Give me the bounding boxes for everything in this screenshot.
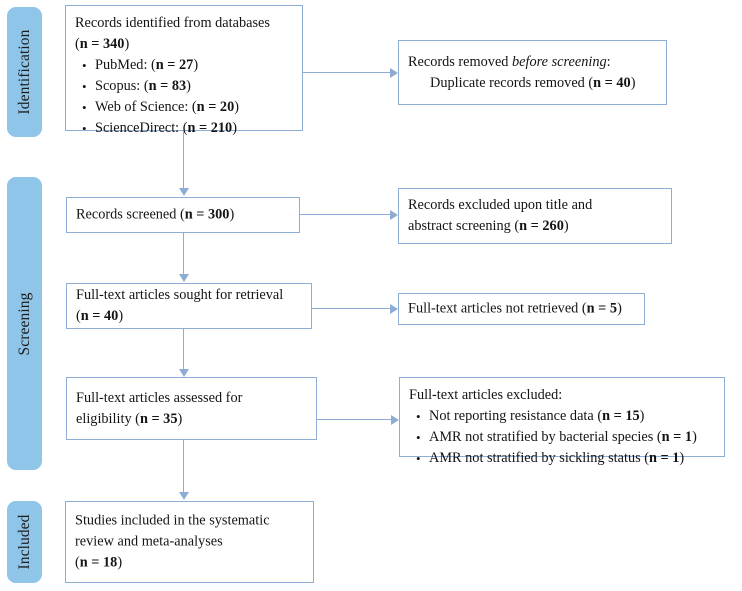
fulltext-sought-line2: (n = 40) (76, 308, 124, 324)
records-excluded-line1: Records excluded upon title and (408, 197, 593, 213)
box-records-excluded-text: Records excluded upon title and abstract… (408, 195, 665, 237)
fulltext-sought-line1: Full-text articles sought for retrieval (76, 287, 284, 303)
arrowhead-screened-to-sought (179, 274, 189, 282)
studies-included-line1: Studies included in the systematic (75, 512, 270, 529)
records-identified-source-list: PubMed: (n = 27) Scopus: (n = 83) Web of… (75, 55, 296, 139)
box-fulltext-not-retrieved-text: Full-text articles not retrieved (n = 5) (408, 300, 622, 317)
box-fulltext-excluded: Full-text articles excluded: Not reporti… (399, 377, 725, 469)
box-records-removed-text: Records removed before screening: Duplic… (408, 52, 660, 94)
box-fulltext-sought-text: Full-text articles sought for retrieval … (76, 285, 305, 327)
arrowhead-identified-to-removed (390, 68, 398, 78)
list-item: ScienceDirect: (n = 210) (82, 118, 296, 139)
fulltext-excluded-reason-list: Not reporting resistance data (n = 15) A… (409, 406, 718, 469)
records-removed-heading: Records removed before screening: (408, 53, 611, 70)
box-records-screened-text: Records screened (n = 300) (76, 206, 235, 223)
box-fulltext-assessed-text: Full-text articles assessed for eligibil… (76, 388, 310, 430)
arrowhead-identified-to-screened (179, 188, 189, 196)
box-records-screened: Records screened (n = 300) (66, 197, 300, 233)
stage-pill-identification: Identification (7, 7, 42, 137)
box-records-identified: Records identified from databases (n = 3… (65, 5, 303, 139)
studies-included-line3: (n = 18) (75, 554, 123, 571)
list-item: Scopus: (n = 83) (82, 76, 296, 97)
studies-included-line2: review and meta-analyses (75, 533, 223, 550)
fulltext-assessed-line2: eligibility (n = 35) (76, 410, 183, 427)
box-records-excluded: Records excluded upon title and abstract… (398, 188, 672, 244)
box-records-identified-text: Records identified from databases (n = 3… (75, 13, 296, 139)
list-item: AMR not stratified by bacterial species … (416, 427, 718, 448)
stage-pill-included: Included (7, 501, 42, 583)
arrowhead-sought-to-not-retrieved (390, 304, 398, 314)
connector-sought-to-assessed (183, 329, 185, 370)
connector-screened-to-sought (183, 233, 185, 275)
stage-label-identification: Identification (15, 29, 33, 115)
box-fulltext-assessed: Full-text articles assessed for eligibil… (66, 377, 317, 440)
connector-identified-to-removed (303, 72, 390, 74)
list-item: Not reporting resistance data (n = 15) (416, 406, 718, 427)
connector-screened-to-excluded (300, 214, 390, 216)
box-fulltext-excluded-text: Full-text articles excluded: Not reporti… (409, 385, 718, 469)
records-removed-duplicates: Duplicate records removed (n = 40) (430, 74, 636, 91)
box-fulltext-sought: Full-text articles sought for retrieval … (66, 283, 312, 329)
list-item: Web of Science: (n = 20) (82, 97, 296, 118)
stage-label-screening: Screening (15, 292, 33, 355)
box-studies-included: Studies included in the systematic revie… (65, 501, 314, 583)
fulltext-assessed-line1: Full-text articles assessed for (76, 389, 243, 406)
arrowhead-sought-to-assessed (179, 369, 189, 377)
fulltext-excluded-heading: Full-text articles excluded: (409, 387, 563, 403)
records-excluded-line2: abstract screening (n = 260) (408, 218, 569, 234)
box-records-removed: Records removed before screening: Duplic… (398, 40, 667, 105)
connector-assessed-to-included (183, 440, 185, 493)
records-identified-total-n: n = 340 (79, 36, 125, 52)
stage-label-included: Included (15, 514, 33, 570)
arrowhead-screened-to-excluded (390, 210, 398, 220)
arrowhead-assessed-to-included (179, 492, 189, 500)
box-studies-included-text: Studies included in the systematic revie… (75, 511, 307, 574)
stage-pill-screening: Screening (7, 177, 42, 470)
box-fulltext-not-retrieved: Full-text articles not retrieved (n = 5) (398, 293, 645, 325)
records-identified-total: (n = 340) (75, 36, 130, 52)
arrowhead-assessed-to-excluded (391, 415, 399, 425)
connector-assessed-to-excluded (317, 419, 391, 421)
records-identified-line1: Records identified from databases (75, 15, 270, 31)
list-item: PubMed: (n = 27) (82, 55, 296, 76)
connector-identified-to-screened (183, 131, 185, 189)
connector-sought-to-not-retrieved (312, 308, 390, 310)
list-item: AMR not stratified by sickling status (n… (416, 448, 718, 469)
